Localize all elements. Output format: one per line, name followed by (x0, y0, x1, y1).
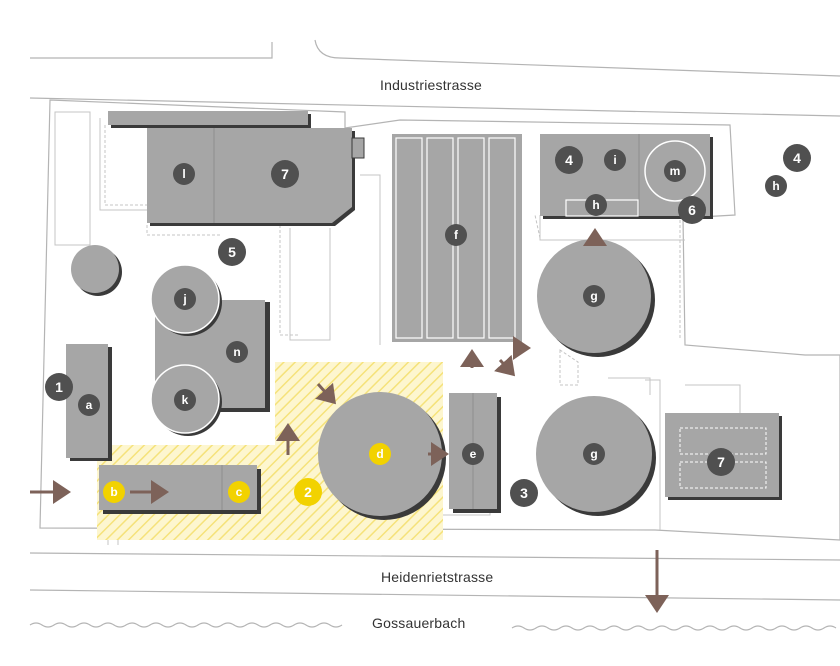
svg-text:l: l (182, 167, 185, 181)
road-lines (29, 39, 840, 631)
svg-text:6: 6 (688, 202, 696, 218)
svg-text:3: 3 (520, 485, 528, 501)
zone-badge-6: 6 (678, 196, 706, 224)
svg-text:1: 1 (55, 379, 63, 395)
facility-badge-h-block: h (585, 194, 607, 216)
svg-text:d: d (376, 447, 383, 461)
flow-arrows (30, 228, 669, 613)
street-label-heidenrietstrasse: Heidenrietstrasse (381, 569, 494, 585)
facility-badge-g-top: g (583, 285, 605, 307)
svg-text:m: m (670, 164, 681, 178)
svg-text:n: n (233, 345, 240, 359)
svg-text:b: b (110, 485, 117, 499)
facility-badge-j: j (174, 288, 196, 310)
facility-badge-d: d (369, 443, 391, 465)
facility-badge-f: f (445, 224, 467, 246)
facility-badge-h-outside: h (765, 175, 787, 197)
zone-badge-3: 3 (510, 479, 538, 507)
svg-text:c: c (236, 485, 243, 499)
svg-text:2: 2 (304, 484, 312, 500)
facility-badge-m: m (664, 160, 686, 182)
svg-text:h: h (772, 179, 779, 193)
facility-badge-e: e (462, 443, 484, 465)
facility-badge-g-bottom: g (583, 443, 605, 465)
river-label-gossauerbach: Gossauerbach (372, 615, 466, 631)
flow-arrow-f-to-g-bottom (493, 354, 516, 377)
svg-text:k: k (182, 393, 189, 407)
svg-text:7: 7 (717, 454, 725, 470)
zone-badge-7-right: 7 (707, 448, 735, 476)
zone-badge-1: 1 (45, 373, 73, 401)
svg-text:4: 4 (565, 152, 573, 168)
svg-text:a: a (86, 398, 93, 412)
svg-text:h: h (592, 198, 599, 212)
facility-badge-l: l (173, 163, 195, 185)
facility-badge-i: i (604, 149, 626, 171)
svg-text:5: 5 (228, 244, 236, 260)
zone-badges: 1 2 3 4 4 5 6 7 7 (45, 144, 811, 507)
svg-text:7: 7 (281, 166, 289, 182)
facility-badge-b: b (103, 481, 125, 503)
site-boundary (39, 99, 840, 541)
zone-badge-4-outside: 4 (783, 144, 811, 172)
zone-badge-2: 2 (294, 478, 322, 506)
svg-text:f: f (454, 228, 459, 242)
facility-badge-k: k (174, 389, 196, 411)
zone-badge-4-block: 4 (555, 146, 583, 174)
dashed-utility-lines (104, 125, 681, 386)
svg-text:4: 4 (793, 150, 801, 166)
street-label-industriestrasse: Industriestrasse (380, 77, 483, 93)
zone-badge-7-building: 7 (271, 160, 299, 188)
svg-text:g: g (590, 289, 597, 303)
flow-arrow-into-d (315, 382, 336, 405)
facility-badge-n: n (226, 341, 248, 363)
facility-badge-a: a (78, 394, 100, 416)
facility-badges: a b c d e f g g h h i j k l m n (78, 149, 787, 503)
svg-text:j: j (182, 292, 186, 306)
zone-badge-5: 5 (218, 238, 246, 266)
svg-text:g: g (590, 447, 597, 461)
facility-badge-c: c (228, 481, 250, 503)
svg-text:e: e (470, 447, 477, 461)
svg-text:i: i (613, 153, 616, 167)
